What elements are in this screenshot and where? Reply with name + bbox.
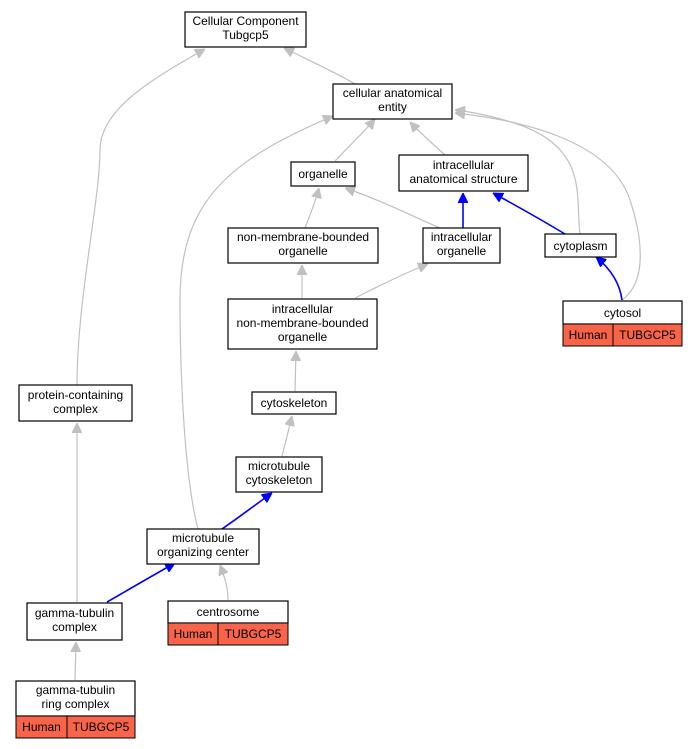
- node-intracellular-non-membrane-bounded-organelle[interactable]: intracellular non-membrane-bounded organ…: [227, 298, 378, 350]
- node-cytosol[interactable]: cytosol Human TUBGCP5: [562, 300, 683, 347]
- node-label-line: gamma-tubulin: [36, 683, 115, 697]
- annotation-gene-cell: [66, 715, 136, 739]
- node-label-line: organelle: [298, 167, 348, 181]
- node-label-line: Cellular Component: [192, 14, 299, 28]
- edge-cytoskeleton-to-inmbo: [295, 351, 296, 392]
- node-label-line: anatomical structure: [409, 172, 517, 186]
- node-label-line: complex: [52, 620, 97, 634]
- node-label-line: Tubgcp5: [222, 28, 269, 42]
- node-label-line: organizing center: [157, 545, 249, 559]
- node-label-line: centrosome: [197, 605, 260, 619]
- node-label-line: cytoskeleton: [261, 396, 328, 410]
- edge-mtoc-to-mtc: [221, 492, 272, 530]
- node-label-line: organelle: [437, 244, 487, 258]
- edge-cae-to-root: [284, 47, 356, 85]
- edge-organelle-to-cae: [334, 119, 375, 162]
- node-cellular-component-root[interactable]: Cellular Component Tubgcp5: [184, 11, 307, 48]
- node-label-line: cytoplasm: [553, 239, 607, 253]
- annotation-gene-cell: [217, 622, 289, 646]
- node-label-line: organelle: [278, 330, 328, 344]
- node-centrosome[interactable]: centrosome Human TUBGCP5: [167, 600, 289, 646]
- node-gamma-tubulin-ring-complex[interactable]: gamma-tubulin ring complex Human TUBGCP5: [15, 680, 136, 739]
- node-microtubule-organizing-center[interactable]: microtubule organizing center: [146, 528, 260, 565]
- annotation-species: Human: [174, 627, 213, 641]
- edges: [75, 47, 641, 681]
- annotation-gene: TUBGCP5: [619, 328, 676, 342]
- node-label-line: complex: [53, 402, 98, 416]
- node-intracellular-organelle[interactable]: intracellular organelle: [422, 227, 501, 264]
- edge-io-to-organelle: [345, 188, 441, 229]
- edge-gtc-to-mtoc: [106, 562, 175, 603]
- node-label-line: non-membrane-bounded: [237, 230, 369, 244]
- node-label-line: protein-containing: [28, 388, 123, 402]
- node-label-line: microtubule: [172, 531, 234, 545]
- edge-inmbo-to-io: [354, 264, 428, 299]
- annotation-gene: TUBGCP5: [73, 720, 130, 734]
- edge-ias-to-cae: [410, 122, 446, 156]
- annotation-species: Human: [22, 720, 61, 734]
- annotation-species: Human: [569, 328, 608, 342]
- node-cytoskeleton[interactable]: cytoskeleton: [251, 391, 337, 415]
- node-label-line: organelle: [278, 244, 328, 258]
- node-microtubule-cytoskeleton[interactable]: microtubule cytoskeleton: [235, 456, 323, 493]
- edge-pcc-to-root: [76, 49, 205, 386]
- annotation-gene-cell: [612, 323, 683, 347]
- edge-mtoc-to-cae: [179, 116, 333, 530]
- node-label-line: intracellular: [272, 302, 333, 316]
- node-label-line: entity: [378, 100, 407, 114]
- edge-cytoplasm-to-cae: [455, 110, 581, 235]
- edge-cytosol-to-cae: [455, 113, 641, 301]
- node-non-membrane-bounded-organelle[interactable]: non-membrane-bounded organelle: [227, 227, 379, 264]
- edge-centrosome-to-mtoc: [220, 565, 229, 601]
- node-label-line: intracellular: [431, 230, 492, 244]
- node-cellular-anatomical-entity[interactable]: cellular anatomical entity: [332, 83, 453, 120]
- nodes: Cellular Component Tubgcp5 cellular anat…: [15, 11, 683, 739]
- node-label-line: intracellular: [433, 158, 494, 172]
- node-label-line: non-membrane-bounded: [236, 316, 368, 330]
- node-label-line: cellular anatomical: [343, 86, 442, 100]
- edge-mtc-to-cytoskeleton: [281, 416, 292, 457]
- node-protein-containing-complex[interactable]: protein-containing complex: [18, 384, 133, 422]
- edge-cytosol-to-cytoplasm: [596, 257, 623, 301]
- node-label-line: gamma-tubulin: [35, 606, 114, 620]
- node-intracellular-anatomical-structure[interactable]: intracellular anatomical structure: [398, 154, 529, 192]
- annotation-gene: TUBGCP5: [225, 627, 282, 641]
- node-organelle[interactable]: organelle: [290, 161, 356, 187]
- node-label-line: cytosol: [604, 306, 641, 320]
- node-gamma-tubulin-complex[interactable]: gamma-tubulin complex: [26, 602, 123, 641]
- edge-cytoplasm-to-ias: [493, 192, 566, 235]
- node-label-line: ring complex: [41, 697, 109, 711]
- edge-gtrc-to-gtc: [75, 642, 76, 681]
- node-label-line: microtubule: [248, 459, 310, 473]
- node-cytoplasm[interactable]: cytoplasm: [544, 233, 617, 258]
- edge-nmbo-to-organelle: [304, 188, 319, 229]
- node-label-line: cytoskeleton: [246, 473, 313, 487]
